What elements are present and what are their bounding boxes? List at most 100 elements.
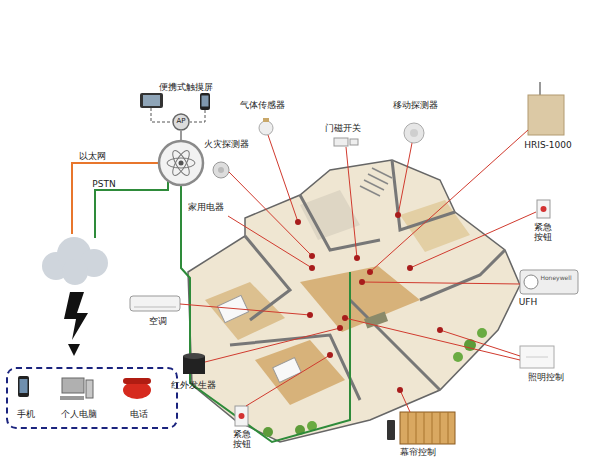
- terminal-label: 手机: [17, 409, 35, 419]
- leader-line: [228, 216, 312, 268]
- curtain-folds: [408, 412, 448, 444]
- device-label: 幕帘控制: [400, 447, 436, 457]
- leader-dot: [309, 265, 315, 271]
- wall: [245, 236, 290, 320]
- leader-dot: [327, 352, 333, 358]
- hub-orbit: [170, 148, 193, 177]
- house: [188, 160, 520, 442]
- fire-detector-icon: [213, 162, 229, 178]
- bus-line: [181, 185, 350, 442]
- ap-text: AP: [176, 117, 185, 125]
- hub-orbit: [170, 148, 193, 177]
- button-red: [541, 206, 547, 212]
- line-label: PSTN: [92, 179, 115, 189]
- mobile-icon: [18, 376, 29, 397]
- terminal-label: 个人电脑: [61, 409, 97, 419]
- leader-line: [229, 172, 312, 256]
- leader-dot: [367, 269, 373, 275]
- arrowhead: [68, 344, 80, 356]
- ap-circle: AP: [172, 113, 190, 131]
- leader-dot: [359, 279, 365, 285]
- thermostat-icon: [520, 270, 578, 294]
- leader-line: [268, 135, 298, 222]
- ap-circle-shape: [173, 114, 189, 130]
- stairs: [360, 168, 392, 196]
- device-label: 门磁开关: [325, 123, 361, 133]
- hub-circle: [159, 141, 203, 185]
- leader-line: [362, 282, 520, 284]
- device-label: 便携式触摸屏: [159, 82, 213, 92]
- leader-line: [410, 212, 536, 268]
- leader-line: [398, 143, 412, 215]
- device-label: 紧急按钮: [233, 429, 251, 450]
- hris-box-icon: [528, 95, 564, 135]
- ir-generator-top: [183, 353, 205, 359]
- wall: [350, 300, 440, 390]
- telephone-handset: [123, 378, 151, 384]
- line-label: 以太网: [79, 151, 106, 161]
- gas-sensor-icon: [259, 121, 273, 135]
- plant: [453, 352, 463, 362]
- leader-line: [440, 330, 520, 356]
- hub-orbit: [167, 158, 195, 168]
- cloud: [42, 237, 108, 285]
- motion-detector-lens: [410, 129, 418, 137]
- leader-dot: [407, 265, 413, 271]
- fire-detector-core: [218, 167, 224, 173]
- device-label: 家用电器: [188, 202, 224, 212]
- bed: [273, 358, 302, 383]
- antenna: [539, 82, 541, 95]
- leader-dot: [309, 253, 315, 259]
- leader-dots: [295, 212, 443, 393]
- door-switch-icon: [334, 138, 348, 146]
- device-label: 火灾探测器: [204, 139, 249, 149]
- plant: [477, 328, 487, 338]
- pstn-line: [95, 181, 168, 238]
- leader-dot: [337, 325, 343, 331]
- leader-lines: [180, 130, 536, 412]
- monitor-icon: [62, 378, 84, 393]
- brand-label: Honeywell: [540, 275, 571, 282]
- terminal-group-box: 手机 个人电脑 电话: [6, 367, 178, 429]
- door-magnet-icon: [350, 139, 358, 145]
- button-icon: [235, 406, 248, 426]
- lightning: [64, 292, 88, 340]
- aircon-vent: [134, 307, 176, 308]
- curtain-icon: [400, 412, 455, 444]
- cloud-part: [62, 259, 88, 285]
- switch-line: [526, 357, 548, 358]
- wall: [230, 335, 360, 400]
- ap-link: [180, 131, 182, 141]
- motion-detector-icon: [404, 123, 424, 143]
- device-label: 紧急按钮: [534, 222, 552, 243]
- leader-line: [246, 355, 330, 406]
- leader-dot: [395, 212, 401, 218]
- phone-screen: [202, 96, 209, 107]
- thermostat-dial: [524, 275, 538, 289]
- device-label: UFH: [519, 297, 538, 307]
- keyboard: [60, 396, 84, 400]
- leader-line: [205, 328, 340, 362]
- house-floor: [188, 160, 520, 442]
- button-icon: [537, 200, 550, 218]
- ethernet-line: [72, 163, 159, 234]
- leader-line: [345, 318, 520, 360]
- wood-floor: [255, 340, 345, 405]
- remote-icon: [387, 420, 395, 440]
- terminal-label: 电话: [130, 409, 148, 419]
- device-label: 空调: [149, 316, 167, 326]
- device-label: 气体传感器: [240, 100, 285, 110]
- leader-dot: [397, 387, 403, 393]
- phone-icon: [200, 93, 210, 110]
- gas-sensor-top: [263, 118, 269, 122]
- wall: [300, 195, 380, 250]
- device-label: 红外发生器: [171, 380, 216, 390]
- leader-dot: [354, 255, 360, 261]
- button-red: [239, 413, 245, 419]
- mobile-screen: [20, 379, 28, 393]
- leader-dot: [307, 312, 313, 318]
- pc-tower: [86, 380, 93, 398]
